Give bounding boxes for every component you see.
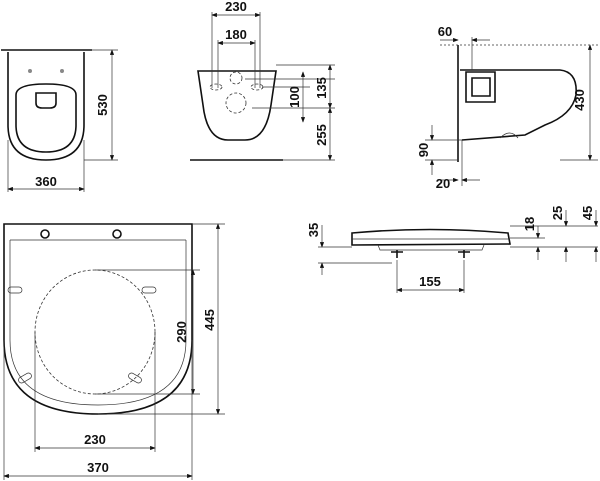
dim-35: 35 — [306, 223, 321, 237]
dim-60: 60 — [438, 24, 452, 39]
dim-135: 135 — [314, 77, 329, 99]
dim-230-top: 230 — [225, 0, 247, 14]
dim-530: 530 — [95, 94, 110, 116]
dim-18: 18 — [522, 217, 537, 231]
top-view: 530 360 — [1, 49, 118, 192]
dim-430: 430 — [572, 89, 587, 111]
seat-side-view: 35 155 18 25 45 — [306, 206, 599, 293]
dim-180: 180 — [225, 27, 247, 42]
seat-top-view: 445 290 230 370 — [3, 223, 225, 480]
side-view: 60 430 90 20 — [416, 24, 598, 191]
dim-155: 155 — [419, 274, 441, 289]
dim-445: 445 — [202, 309, 217, 331]
front-view: 230 180 100 135 255 — [190, 0, 335, 161]
dim-90: 90 — [416, 143, 431, 157]
dim-20: 20 — [436, 176, 450, 191]
dim-290: 290 — [174, 321, 189, 343]
dim-25: 25 — [550, 206, 565, 220]
dim-100: 100 — [287, 86, 302, 108]
dim-255: 255 — [314, 124, 329, 146]
dim-45: 45 — [580, 206, 595, 220]
dim-360: 360 — [35, 174, 57, 189]
dim-370: 370 — [87, 460, 109, 475]
dim-230-seat: 230 — [84, 432, 106, 447]
